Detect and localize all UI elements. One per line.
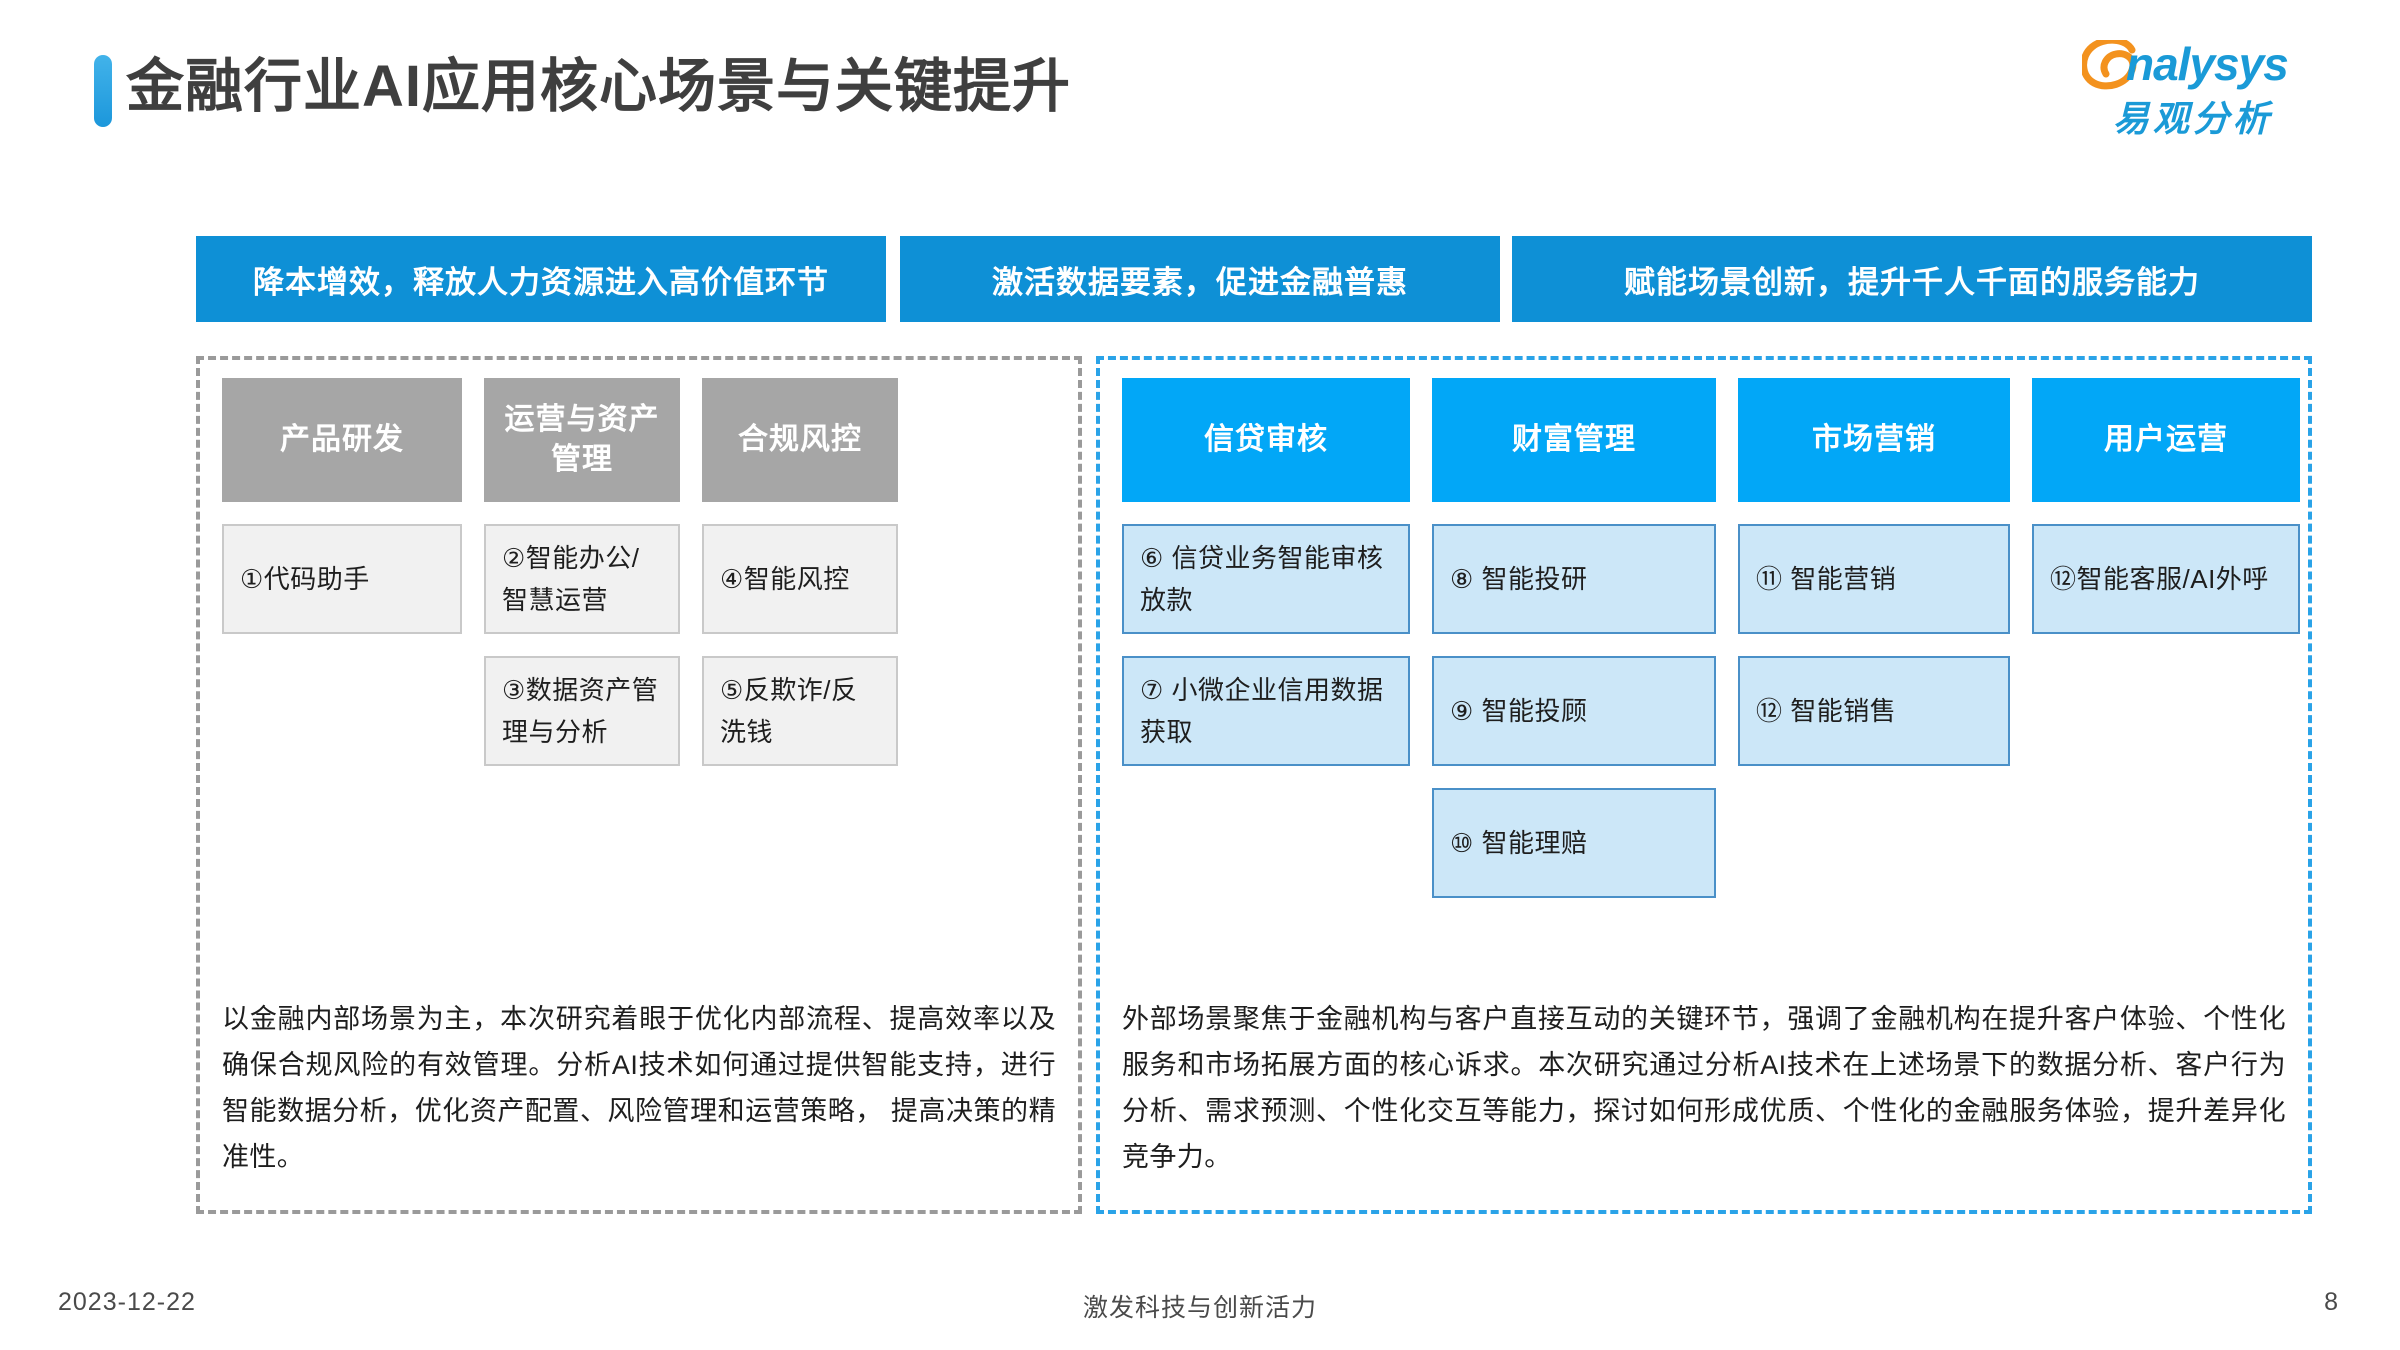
- item-cell-credit-smart-approval[interactable]: ⑥ 信贷业务智能审核放款: [1122, 524, 1410, 634]
- item-cell-smart-claims[interactable]: ⑩ 智能理赔: [1432, 788, 1716, 898]
- banner-scenario-innovation: 赋能场景创新，提升千人千面的服务能力: [1512, 236, 2312, 322]
- category-header-product-rd[interactable]: 产品研发: [222, 378, 462, 502]
- item-cell-smart-customer-service[interactable]: ⑫智能客服/AI外呼: [2032, 524, 2300, 634]
- banner-cost-efficiency: 降本增效，释放人力资源进入高价值环节: [196, 236, 886, 322]
- logo-wordmark: nalysys: [2048, 34, 2338, 96]
- banner-data-elements: 激活数据要素，促进金融普惠: [900, 236, 1500, 322]
- item-cell-anti-fraud[interactable]: ⑤反欺诈/反洗钱: [702, 656, 898, 766]
- item-cell-smart-advisor[interactable]: ⑨ 智能投顾: [1432, 656, 1716, 766]
- footer-date: 2023-12-22: [58, 1288, 196, 1316]
- logo-latin-text: nalysys: [2126, 38, 2289, 90]
- item-cell-smart-sales[interactable]: ⑫ 智能销售: [1738, 656, 2010, 766]
- brand-logo: nalysys 易观分析: [2048, 34, 2338, 154]
- item-cell-data-asset-mgmt[interactable]: ③数据资产管理与分析: [484, 656, 680, 766]
- internal-panel-note: 以金融内部场景为主，本次研究着眼于优化内部流程、提高效率以及确保合规风险的有效管…: [222, 1004, 1056, 1172]
- category-column-credit-review: 信贷审核 ⑥ 信贷业务智能审核放款 ⑦ 小微企业信用数据获取: [1122, 378, 1410, 898]
- footer-slogan: 激发科技与创新活力: [1082, 1294, 1317, 1322]
- category-column-operations-asset: 运营与资产管理 ②智能办公/智慧运营 ③数据资产管理与分析: [484, 378, 680, 766]
- internal-category-row: 产品研发 ①代码助手 运营与资产管理 ②智能办公/智慧运营 ③数据资产管理与分析…: [222, 378, 898, 766]
- item-cell-smart-office[interactable]: ②智能办公/智慧运营: [484, 524, 680, 634]
- footer-page-number: 8: [2324, 1288, 2338, 1316]
- item-cell-sme-credit-data[interactable]: ⑦ 小微企业信用数据获取: [1122, 656, 1410, 766]
- category-column-marketing: 市场营销 ⑪ 智能营销 ⑫ 智能销售: [1738, 378, 2010, 898]
- external-category-row: 信贷审核 ⑥ 信贷业务智能审核放款 ⑦ 小微企业信用数据获取 财富管理 ⑧ 智能…: [1122, 378, 2300, 898]
- logo-chinese-text: 易观分析: [2112, 98, 2273, 139]
- title-accent-bar: [94, 55, 112, 127]
- category-header-wealth-mgmt[interactable]: 财富管理: [1432, 378, 1716, 502]
- panel-external-scenarios: 信贷审核 ⑥ 信贷业务智能审核放款 ⑦ 小微企业信用数据获取 财富管理 ⑧ 智能…: [1096, 356, 2312, 1214]
- category-header-marketing[interactable]: 市场营销: [1738, 378, 2010, 502]
- category-column-user-operations: 用户运营 ⑫智能客服/AI外呼: [2032, 378, 2300, 898]
- logo-swoosh-icon: [2082, 40, 2137, 90]
- item-cell-code-assistant[interactable]: ①代码助手: [222, 524, 462, 634]
- item-cell-smart-risk-control[interactable]: ④智能风控: [702, 524, 898, 634]
- category-column-compliance-risk: 合规风控 ④智能风控 ⑤反欺诈/反洗钱: [702, 378, 898, 766]
- category-header-user-operations[interactable]: 用户运营: [2032, 378, 2300, 502]
- category-column-wealth-mgmt: 财富管理 ⑧ 智能投研 ⑨ 智能投顾 ⑩ 智能理赔: [1432, 378, 1716, 898]
- category-column-product-rd: 产品研发 ①代码助手: [222, 378, 462, 766]
- category-header-compliance-risk[interactable]: 合规风控: [702, 378, 898, 502]
- item-cell-smart-marketing[interactable]: ⑪ 智能营销: [1738, 524, 2010, 634]
- panel-internal-scenarios: 产品研发 ①代码助手 运营与资产管理 ②智能办公/智慧运营 ③数据资产管理与分析…: [196, 356, 1082, 1214]
- page-footer: 2023-12-22 激发科技与创新活力 8: [0, 1272, 2400, 1350]
- page-header: 金融行业AI应用核心场景与关键提升 nalysys 易观分析: [0, 0, 2400, 170]
- page-title: 金融行业AI应用核心场景与关键提升: [126, 54, 1072, 119]
- external-panel-note: 外部场景聚焦于金融机构与客户直接互动的关键环节，强调了金融机构在提升客户体验、个…: [1122, 1004, 2286, 1172]
- category-header-credit-review[interactable]: 信贷审核: [1122, 378, 1410, 502]
- item-cell-smart-research[interactable]: ⑧ 智能投研: [1432, 524, 1716, 634]
- category-header-operations-asset[interactable]: 运营与资产管理: [484, 378, 680, 502]
